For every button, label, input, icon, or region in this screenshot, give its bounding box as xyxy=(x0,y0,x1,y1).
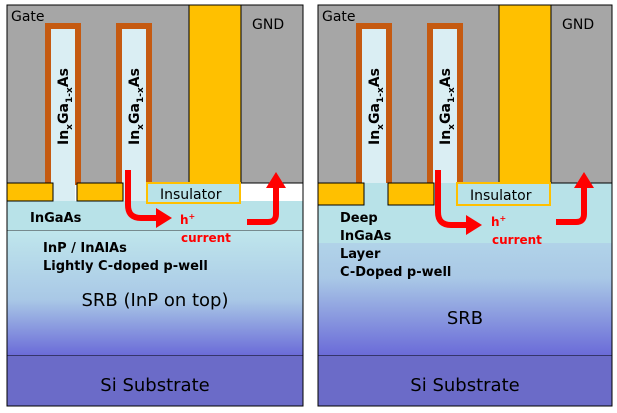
srb-label: SRB (InP on top) xyxy=(82,290,229,311)
fin-1-core xyxy=(362,29,386,211)
layer-label-2: InGaAs xyxy=(340,229,392,244)
contact-pad-1 xyxy=(317,182,365,206)
srb-label: SRB xyxy=(447,308,483,329)
hole-current-exit-arrowhead xyxy=(266,172,286,188)
layer-label-3: Lightly C-doped p-well xyxy=(43,259,208,274)
hole-current-arrow xyxy=(435,170,468,228)
srb-layer xyxy=(7,231,303,356)
hole-label: h+ xyxy=(491,214,506,229)
current-label: current xyxy=(492,233,542,247)
layer-label-1: InGaAs xyxy=(30,211,82,226)
hole-label: h+ xyxy=(180,212,195,227)
si-substrate xyxy=(318,356,612,406)
gnd-label: GND xyxy=(252,17,284,33)
si-substrate xyxy=(7,356,303,406)
insulator-box xyxy=(146,182,241,204)
layer-label-3: Layer xyxy=(340,247,381,262)
hole-current-arrow xyxy=(125,170,158,221)
insulator-box xyxy=(456,182,551,206)
panel-left: Gate GND InxGa1-xAs InxGa1-xAs Insulator… xyxy=(6,4,304,407)
substrate-label: Si Substrate xyxy=(100,375,209,396)
current-label: current xyxy=(181,231,231,245)
fin-1-label: InxGa1-xAs xyxy=(56,68,75,145)
hole-current-arrowhead xyxy=(156,208,172,228)
hole-current-exit-arrow xyxy=(556,186,587,225)
contact-pad-1 xyxy=(6,182,54,202)
hole-current-arrowhead xyxy=(466,215,482,235)
gate-label: Gate xyxy=(322,9,356,25)
insulator-label: Insulator xyxy=(470,188,532,204)
panel-right: Gate GND InxGa1-xAs InxGa1-xAs Insulator… xyxy=(317,4,613,407)
fin-2-label: InxGa1-xAs xyxy=(127,68,146,145)
gnd-contact xyxy=(498,4,552,184)
layer-label-1: Deep xyxy=(340,211,378,226)
gate-label: Gate xyxy=(11,9,45,25)
gnd-label: GND xyxy=(562,17,594,33)
fin-1-core xyxy=(51,29,75,211)
gnd-contact xyxy=(188,4,242,184)
hole-current-exit-arrow xyxy=(247,186,279,225)
contact-pad-2 xyxy=(387,182,435,206)
layer-label-2: InP / InAlAs xyxy=(43,241,127,256)
hole-current-exit-arrowhead xyxy=(574,172,594,188)
substrate-label: Si Substrate xyxy=(410,375,519,396)
fin-2-label: InxGa1-xAs xyxy=(438,68,457,145)
contact-pad-2 xyxy=(76,182,124,202)
layer-label-4: C-Doped p-well xyxy=(340,265,451,280)
fin-1-label: InxGa1-xAs xyxy=(367,68,386,145)
insulator-label: Insulator xyxy=(160,187,222,203)
